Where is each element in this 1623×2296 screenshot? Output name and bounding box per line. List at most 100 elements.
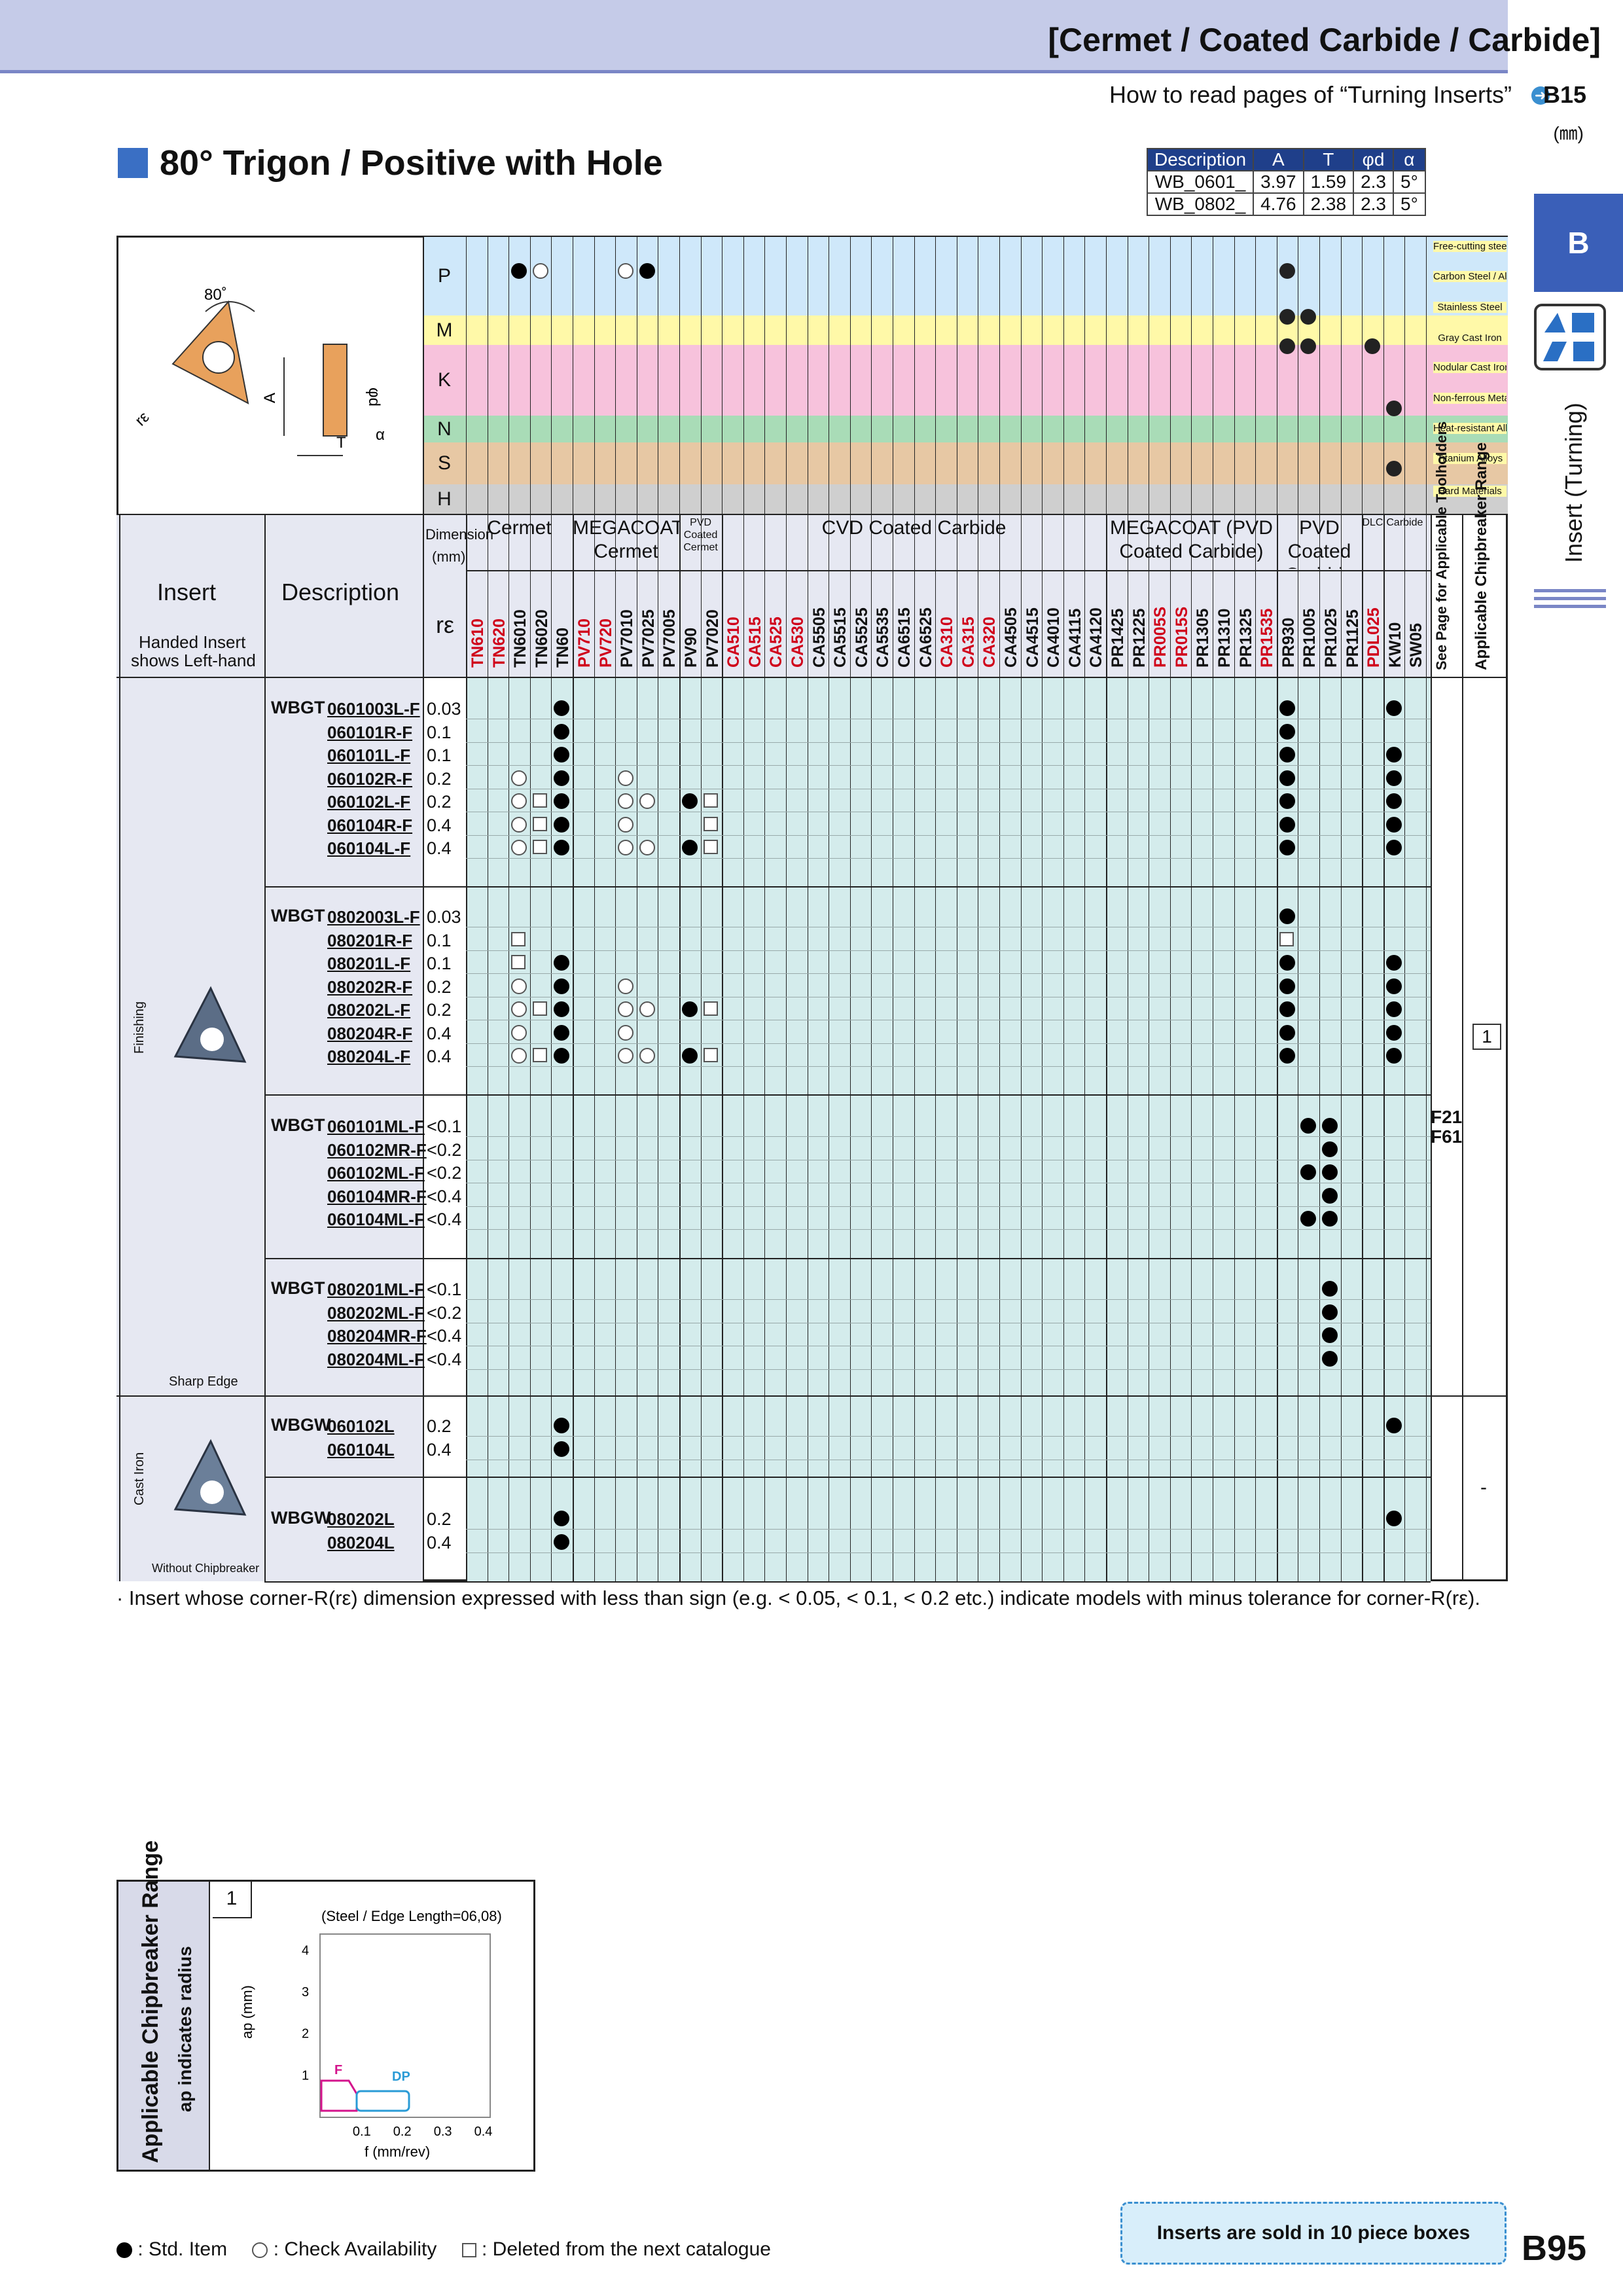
- check-circle-icon: [511, 793, 527, 809]
- check-circle-icon: [511, 978, 527, 994]
- insert-code[interactable]: 080201L-F: [327, 954, 411, 973]
- std-dot-icon: [1279, 816, 1295, 833]
- insert-code[interactable]: 060104MR-F: [327, 1186, 427, 1206]
- row-line: [466, 765, 1431, 766]
- insert-code[interactable]: 060104L-F: [327, 838, 411, 858]
- insert-code[interactable]: 060101R-F: [327, 722, 413, 742]
- cb-region-dp-label: DP: [392, 2070, 410, 2084]
- insert-code[interactable]: 080201R-F: [327, 930, 413, 950]
- grade-name: TN610: [469, 618, 487, 668]
- chipbreaker-ref[interactable]: 1: [1472, 1024, 1501, 1050]
- insert-code[interactable]: 060101ML-F: [327, 1117, 425, 1136]
- cb-ytick: 4: [302, 1943, 309, 1958]
- grade-name: CA6515: [895, 607, 914, 668]
- work-material-label: Free-cutting steel: [1433, 241, 1507, 252]
- grade-name: PV720: [596, 618, 615, 668]
- howto-ref[interactable]: B15: [1543, 81, 1586, 108]
- std-dot-icon: [1385, 700, 1402, 716]
- material-row-P: [423, 237, 1508, 315]
- row-line: [466, 1529, 1431, 1530]
- material-row-S: [423, 442, 1508, 484]
- holder-pages[interactable]: F21 F61: [1431, 1107, 1463, 1147]
- description-area: [116, 514, 423, 1581]
- grade-area: [466, 677, 1431, 1581]
- insert-code[interactable]: 060104R-F: [327, 815, 413, 835]
- corner-radius: <0.4: [427, 1326, 462, 1346]
- insert-code[interactable]: 080202R-F: [327, 977, 413, 997]
- grade-name: CA5535: [874, 607, 893, 668]
- application-mark-icon: [1364, 338, 1381, 354]
- insert-code[interactable]: 0802003L-F: [327, 907, 420, 927]
- deleted-square-icon: [532, 840, 547, 854]
- grid-vline: [119, 514, 120, 1581]
- insert-code[interactable]: 060102MR-F: [327, 1139, 427, 1160]
- insert-code[interactable]: 080204ML-F: [327, 1349, 425, 1369]
- insert-code[interactable]: 080204L-F: [327, 1047, 411, 1066]
- std-dot-icon: [554, 770, 570, 786]
- deleted-square-icon: [532, 816, 547, 831]
- application-mark-icon: [532, 263, 548, 279]
- group-divider: [1106, 514, 1107, 1581]
- grid-vline: [1191, 237, 1192, 1581]
- section-tab[interactable]: B: [1534, 194, 1623, 292]
- material-row-H: [423, 484, 1508, 514]
- grade-group-header: MEGACOAT (PVD Coated Carbide): [1109, 517, 1273, 562]
- section-line: [264, 1258, 1431, 1259]
- std-dot-icon: [554, 1048, 570, 1064]
- insert-code[interactable]: 060101L-F: [327, 745, 411, 765]
- grid-vline: [1063, 237, 1064, 1581]
- application-mark-icon: [1385, 461, 1402, 476]
- cb-xtick: 0.4: [474, 2125, 493, 2139]
- grid-hline: [116, 514, 1508, 515]
- insert-code[interactable]: 060102R-F: [327, 768, 413, 789]
- insert-code[interactable]: 080202L-F: [327, 1000, 411, 1020]
- row-line: [466, 1369, 1431, 1370]
- corner-radius: 0.4: [427, 1532, 452, 1552]
- grade-name: CA4120: [1087, 607, 1106, 668]
- check-circle-icon: [618, 793, 634, 809]
- series-name: WBGT: [271, 1115, 325, 1135]
- deleted-square-icon: [532, 1048, 547, 1062]
- corner-radius: <0.4: [427, 1210, 462, 1229]
- cb-ytick: 3: [302, 1985, 309, 2000]
- corner-radius: 0.2: [427, 768, 452, 789]
- std-dot-icon: [554, 1024, 570, 1041]
- insert-code[interactable]: 060102L-F: [327, 792, 411, 812]
- insert-code[interactable]: 080204MR-F: [327, 1326, 427, 1346]
- insert-code[interactable]: 080201ML-F: [327, 1280, 425, 1299]
- grade-name: PR1125: [1343, 609, 1362, 668]
- grade-group-header: MEGACOAT Cermet: [573, 517, 679, 562]
- insert-photo-cast-iron: [173, 1439, 247, 1516]
- std-dot-icon: [1322, 1118, 1338, 1134]
- corner-radius: 0.2: [427, 1000, 452, 1020]
- insert-code[interactable]: 060104ML-F: [327, 1210, 425, 1229]
- grid-vline: [1426, 237, 1427, 1581]
- insert-code[interactable]: 080204L: [327, 1532, 395, 1552]
- grid-vline: [1042, 237, 1043, 1581]
- insert-code[interactable]: 080202L: [327, 1509, 395, 1529]
- check-circle-icon: [511, 840, 527, 855]
- howto-link[interactable]: How to read pages of “Turning Inserts”: [1109, 81, 1512, 108]
- insert-code[interactable]: 060102ML-F: [327, 1163, 425, 1183]
- insert-code[interactable]: 060102L: [327, 1416, 395, 1436]
- sharp-edge-label: Sharp Edge: [169, 1374, 238, 1389]
- insert-code[interactable]: 080204R-F: [327, 1023, 413, 1043]
- corner-radius: 0.4: [427, 815, 452, 835]
- insert-code[interactable]: 060104L: [327, 1439, 395, 1460]
- material-code: M: [423, 315, 466, 345]
- check-circle-icon: [618, 1048, 634, 1064]
- grade-group-header: CVD Coated Carbide: [821, 517, 1007, 539]
- series-name: WBGT: [271, 1278, 325, 1298]
- grade-name: CA530: [789, 617, 807, 668]
- insert-code[interactable]: 080202ML-F: [327, 1302, 425, 1323]
- std-dot-icon: [554, 1001, 570, 1017]
- chipbreaker-header: Applicable Chipbreaker Range: [1472, 442, 1490, 670]
- std-dot-icon: [554, 816, 570, 833]
- box-note: Inserts are sold in 10 piece boxes: [1120, 2202, 1507, 2265]
- check-circle-icon: [511, 816, 527, 833]
- insert-code[interactable]: 0601003L-F: [327, 699, 420, 719]
- std-dot-icon: [1279, 908, 1295, 924]
- see-page-header: See Page for Applicable Toolholders: [1433, 421, 1450, 670]
- grade-name: PR005S: [1151, 606, 1170, 668]
